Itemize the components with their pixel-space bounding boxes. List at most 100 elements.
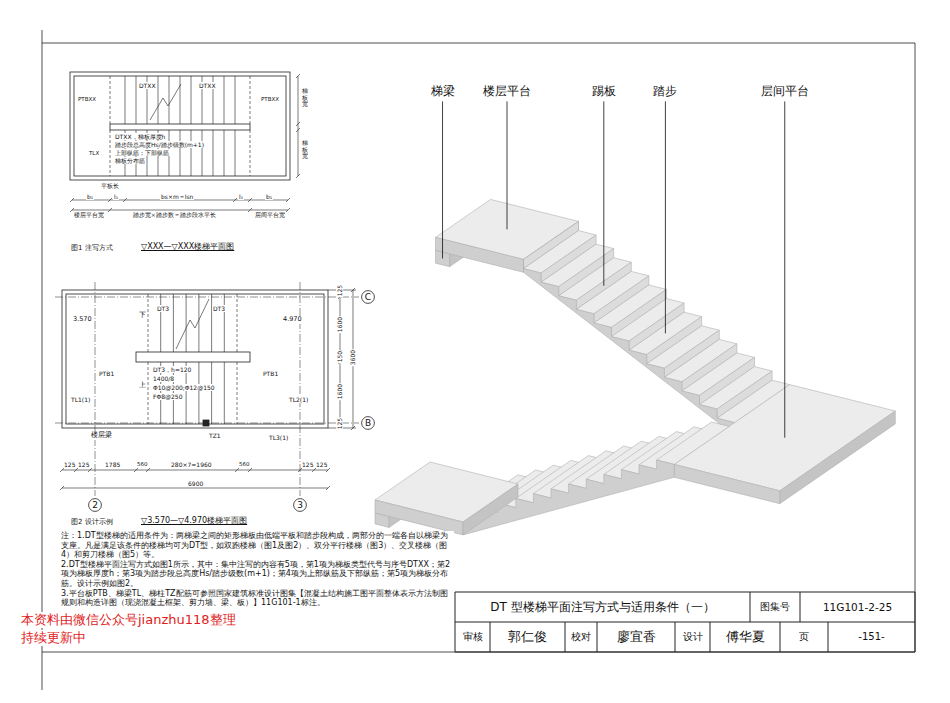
- note-text: 注：1.DT型楼梯的适用条件为：两梯梁之间的矩形梯板由低端平板和踏步段构成，两部…: [60, 531, 454, 560]
- plan-annotation: 1600: [336, 316, 343, 333]
- plan-annotation: 560: [238, 461, 251, 468]
- plan-annotation: b₁: [86, 193, 94, 200]
- dimension-lines: [70, 74, 300, 212]
- plan-annotation: 平板长: [100, 183, 120, 190]
- plan-annotation: TL3(1): [268, 434, 289, 441]
- axis-bubble: C: [361, 290, 375, 304]
- axis-circle: [294, 499, 307, 512]
- plan-annotation: 6900: [187, 480, 204, 487]
- part-name: 踢板: [591, 84, 617, 98]
- stair-model: [375, 199, 895, 534]
- axis-number: B: [365, 419, 371, 428]
- stair-wall: [62, 290, 328, 428]
- stair-face: [657, 422, 730, 464]
- column-mark: [203, 420, 209, 426]
- stair-face: [436, 237, 524, 272]
- title-block-cell: 傅华夏: [725, 629, 766, 645]
- plan-annotation: PTBXX: [77, 96, 97, 103]
- title-block-cell: 校对: [570, 631, 592, 643]
- plan-annotation: 150: [336, 350, 343, 363]
- plan-annotation: Φ10@200;Φ12@150: [152, 384, 216, 391]
- stair-wall: [74, 76, 286, 176]
- break-line: [176, 299, 209, 349]
- stair-face: [780, 411, 896, 504]
- page-frame: [42, 30, 915, 690]
- axis-circle: [362, 291, 375, 304]
- stair-well: [136, 352, 250, 362]
- plan-annotation: 楼层梁: [90, 432, 113, 440]
- axis-bubble: 3: [293, 498, 307, 512]
- plan-annotation: bs×m＝lsn: [160, 193, 194, 200]
- stair-face: [524, 259, 735, 435]
- axis-bubble: B: [361, 416, 375, 430]
- plan-annotation: 125: [301, 461, 314, 468]
- plan-annotation: TLX: [88, 150, 100, 157]
- plan-annotation: 上: [138, 382, 147, 390]
- title-block-grid: [455, 592, 915, 652]
- stair-face: [463, 484, 518, 535]
- axis-bubble: 2: [88, 498, 102, 512]
- stair-wall: [66, 294, 324, 424]
- beam-lines: [110, 76, 250, 176]
- plan-annotation: 梯板分布筋: [114, 157, 146, 164]
- plan-annotation: TZ1: [208, 432, 222, 439]
- title-block-cell: 廖宜香: [616, 629, 657, 645]
- plan-annotation: DTXX: [138, 82, 157, 89]
- plan-annotation: 踏步段总高度Hs/踏步级数(m+1): [114, 141, 205, 148]
- stair-well: [110, 124, 250, 130]
- watermark: 持续更新中: [20, 630, 87, 646]
- watermark: 本资料由微信公众号jianzhu118整理: [20, 612, 237, 628]
- plan-annotation: DT3: [156, 305, 170, 312]
- plan-annotation: 梯板宽: [302, 88, 308, 108]
- plan-annotation: 560: [136, 461, 149, 468]
- dimension-lines: [60, 288, 356, 490]
- stair-wall: [70, 72, 290, 180]
- figure-caption: 图1 注写方式: [70, 244, 114, 252]
- title-block-cell: -151-: [857, 631, 885, 643]
- plan-annotation: TL2(1): [288, 396, 309, 403]
- plan-annotation: l₁: [113, 193, 119, 200]
- leader-line: [784, 101, 785, 437]
- plan-annotation: 1600: [336, 383, 343, 400]
- axis-number: C: [365, 293, 371, 302]
- stair-face: [375, 500, 463, 535]
- plan-annotation: 3.570: [72, 316, 93, 324]
- axis-lines: [55, 282, 359, 496]
- figure-caption: 图2 设计示例: [70, 518, 114, 526]
- plan-annotation: FΦ8@250: [152, 393, 183, 400]
- plan-annotation: 下: [138, 312, 147, 320]
- figure-caption: ▽XXX—▽XXX楼梯平面图: [140, 242, 235, 252]
- sheet-title: DT 型楼梯平面注写方式与适用条件（一）: [489, 600, 715, 614]
- title-block-cell: 郭仁俊: [507, 629, 548, 645]
- part-name: 梯梁: [430, 84, 456, 98]
- leader-line: [603, 101, 604, 285]
- figure-caption: ▽3.570—▽4.970楼梯平面图: [140, 516, 248, 526]
- plan-annotation: 楼层平台宽: [73, 212, 105, 219]
- plan-annotation: DTXX，梯板厚度h: [114, 133, 166, 140]
- plan-annotation: 125: [77, 461, 90, 468]
- plan-annotation: DT3: [212, 305, 226, 312]
- note-text: 2.DT型楼梯平面注写方式如图1所示，其中：集中注写的内容有5项，第1项为梯板类…: [60, 560, 454, 589]
- plan-annotation: 层间平台宽: [254, 212, 286, 219]
- break-line: [150, 84, 181, 120]
- plan-annotation: 280×7=1960: [170, 461, 213, 468]
- plan-annotation: 踏步宽×踏步数＝踏步段水平长: [132, 212, 217, 219]
- part-name: 踏步: [652, 84, 678, 98]
- leader-line: [507, 101, 508, 229]
- plan-annotation: l₁: [238, 193, 244, 200]
- plan-annotation: PTB1: [98, 370, 115, 377]
- plan-annotation: PTBXX: [260, 96, 280, 103]
- leader-line: [665, 101, 666, 333]
- plan-annotation: DT3，h=120: [152, 366, 192, 373]
- beam-lines: [148, 294, 237, 424]
- axis-number: 3: [297, 501, 303, 510]
- plan-annotation: 1785: [104, 461, 121, 468]
- axis-number: 2: [92, 501, 98, 510]
- leader-line: [442, 101, 443, 258]
- plan-annotation: 125: [63, 461, 76, 468]
- step-lines: [161, 294, 225, 424]
- plan-annotation: b₁: [265, 193, 273, 200]
- plan-annotation: 125: [315, 461, 328, 468]
- leader-lines: [443, 101, 785, 437]
- title-block-cell: 页: [798, 631, 810, 643]
